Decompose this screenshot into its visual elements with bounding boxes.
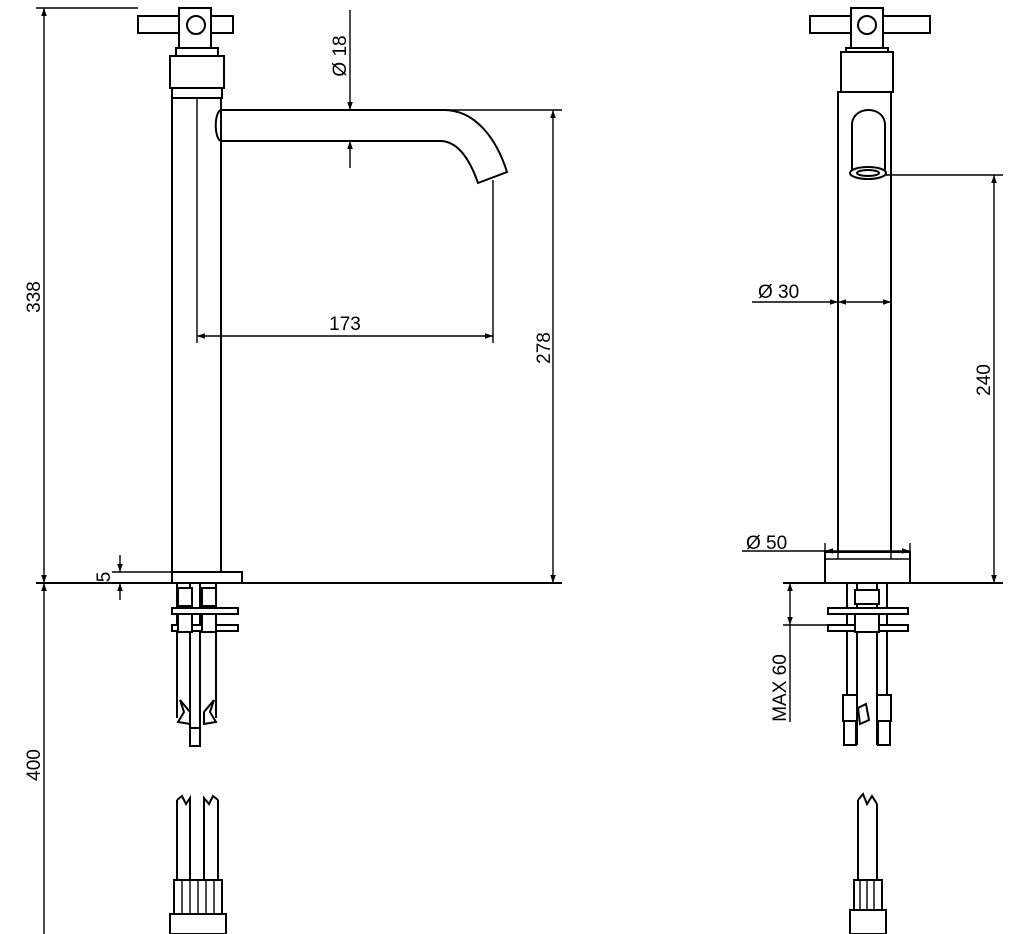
dim-base-thickness: 5 bbox=[94, 555, 172, 600]
hoses-front bbox=[849, 792, 887, 934]
spout-outlet-front bbox=[851, 109, 886, 175]
base-plate-side bbox=[171, 571, 243, 584]
dim-o18-label: Ø 18 bbox=[330, 35, 351, 76]
dim-spout-height: 278 bbox=[444, 109, 562, 583]
side-view: 338 400 5 Ø 18 173 bbox=[24, 7, 562, 934]
dim-5-label: 5 bbox=[94, 572, 115, 583]
hoses-side bbox=[169, 794, 227, 934]
cross-handle-front bbox=[809, 7, 931, 93]
dim-max60-label: MAX 60 bbox=[770, 654, 791, 722]
dim-o50-label: Ø 50 bbox=[746, 533, 787, 554]
mounting-hardware-front bbox=[827, 583, 909, 746]
front-view: Ø 30 Ø 50 240 MAX 60 bbox=[742, 7, 1003, 934]
cross-handle-side bbox=[137, 7, 234, 99]
dim-173-label: 173 bbox=[329, 314, 361, 335]
mounting-hardware-side bbox=[171, 583, 239, 747]
dim-outlet-height: 240 bbox=[886, 174, 1003, 583]
dim-spout-reach: 173 bbox=[196, 98, 494, 343]
faucet-body-front bbox=[837, 91, 892, 553]
dim-338-label: 338 bbox=[24, 281, 45, 313]
dim-below-counter: 400 bbox=[24, 583, 47, 934]
dim-base-diameter: Ø 50 bbox=[742, 533, 911, 554]
dim-278-label: 278 bbox=[534, 332, 555, 364]
dim-240-label: 240 bbox=[974, 364, 995, 396]
dim-overall-height: 338 bbox=[24, 7, 138, 583]
dim-o30-label: Ø 30 bbox=[758, 282, 799, 303]
dim-spout-diameter: Ø 18 bbox=[330, 10, 353, 168]
dim-max-counter-thickness: MAX 60 bbox=[770, 583, 828, 722]
dim-body-diameter: Ø 30 bbox=[752, 282, 891, 305]
spout bbox=[220, 109, 509, 185]
dim-400-label: 400 bbox=[24, 749, 45, 781]
